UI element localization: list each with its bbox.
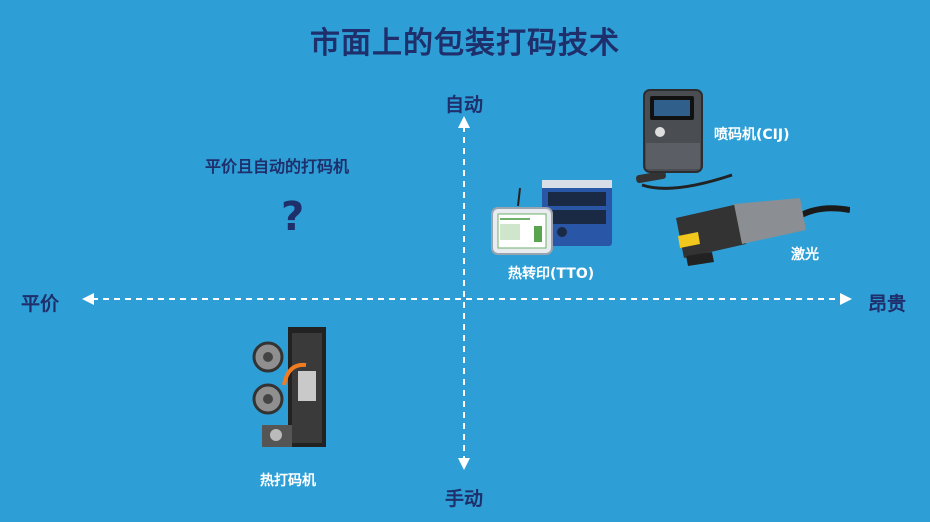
cij-printer-image <box>636 89 733 190</box>
right-arrowhead <box>840 293 852 305</box>
laser-label: 激光 <box>791 247 819 263</box>
up-arrowhead <box>458 116 470 128</box>
tto-printer-image <box>491 180 612 255</box>
axis-label-bottom: 手动 <box>445 488 484 510</box>
axis-label-top: 自动 <box>445 94 484 116</box>
page-title: 市面上的包装打码技术 <box>310 26 620 61</box>
thermal-printer-image <box>252 327 326 447</box>
thermal-label: 热打码机 <box>260 473 316 489</box>
axis-label-left: 平价 <box>21 293 60 315</box>
cij-label: 喷码机(CIJ) <box>714 127 790 143</box>
question-mark: ? <box>281 194 305 240</box>
axis-label-right: 昂贵 <box>868 293 907 315</box>
laser-image <box>676 198 850 266</box>
left-arrowhead <box>82 293 94 305</box>
tto-label: 热转印(TTO) <box>508 266 595 282</box>
quadrant-note: 平价且自动的打码机 <box>205 157 350 176</box>
down-arrowhead <box>458 458 470 470</box>
